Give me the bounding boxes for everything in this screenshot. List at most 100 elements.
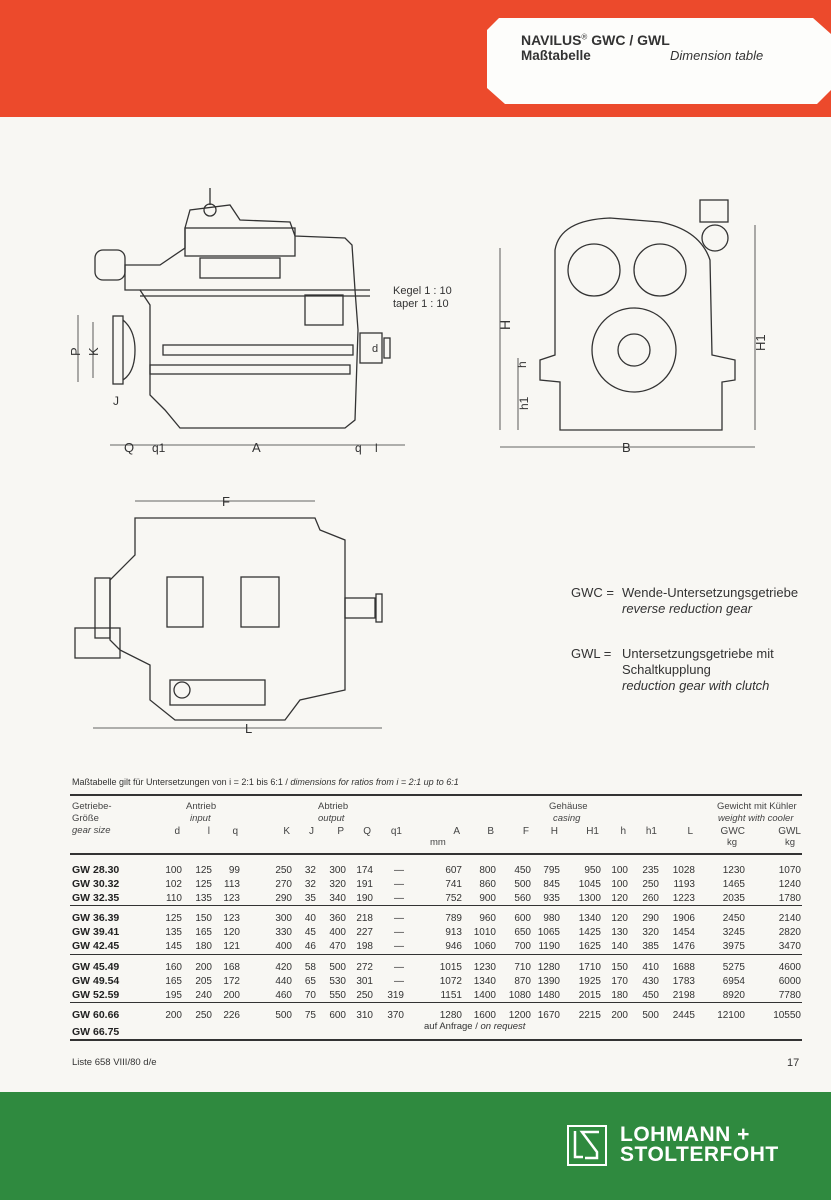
label-q1: q1 xyxy=(152,441,166,455)
gear-size: GW 49.54 xyxy=(72,975,120,987)
cell-q1: — xyxy=(394,927,404,938)
cell-f: 450 xyxy=(514,865,531,876)
cell-l: 1783 xyxy=(672,976,695,987)
legend-en: reverse reduction gear xyxy=(622,601,753,616)
company-name-line2: STOLTERFOHT xyxy=(620,1143,779,1166)
cell-h1: 450 xyxy=(642,990,659,1001)
cell-l: 1454 xyxy=(672,927,695,938)
cell-d: 135 xyxy=(165,927,182,938)
cell-gwl: 7780 xyxy=(778,990,801,1001)
cell-k: 290 xyxy=(275,893,292,904)
header-unit-mm: mm xyxy=(430,837,446,848)
gear-size: GW 30.32 xyxy=(72,878,120,890)
cell-h: 170 xyxy=(611,976,628,987)
cell-q1: — xyxy=(394,893,404,904)
cell-gwc: 3245 xyxy=(722,927,745,938)
column-header-a: A xyxy=(453,826,460,837)
side-view-drawing: P K J d Kegel 1 : 10 taper 1 : 10 Q q1 A… xyxy=(68,188,452,455)
header-size-en: gear size xyxy=(72,825,111,836)
cell-h: 935 xyxy=(543,893,560,904)
cell-j: 32 xyxy=(304,865,316,876)
cell-q: 120 xyxy=(223,927,240,938)
title-box: NAVILUS® GWC / GWL Maßtabelle Dimension … xyxy=(487,18,831,104)
cell-a: 752 xyxy=(445,893,462,904)
cell-q1: 319 xyxy=(387,990,404,1001)
cell-p: 530 xyxy=(329,976,346,987)
cell-h1: 250 xyxy=(642,879,659,890)
header-input-en: input xyxy=(190,813,211,824)
column-header-p: P xyxy=(337,826,344,837)
cell-gwc: 3975 xyxy=(722,941,745,952)
column-header-h1: H1 xyxy=(586,826,599,837)
on-request-note: auf Anfrage / on request xyxy=(424,1021,525,1033)
cell-h1: 385 xyxy=(642,941,659,952)
column-header-k: K xyxy=(283,826,290,837)
cell-d: 145 xyxy=(165,941,182,952)
cell-f: 1200 xyxy=(508,1010,531,1021)
cell-h1: 1425 xyxy=(578,927,601,938)
cell-h: 980 xyxy=(543,913,560,924)
cell-l: 240 xyxy=(195,990,212,1001)
technical-drawings: P K J d Kegel 1 : 10 taper 1 : 10 Q q1 A… xyxy=(68,188,768,736)
label-h: h xyxy=(515,361,529,368)
header-casing-de: Gehäuse xyxy=(549,801,588,812)
legend-en: reduction gear with clutch xyxy=(622,678,770,693)
subtitle-en: Dimension table xyxy=(670,48,764,63)
caption-en: dimensions for ratios from i = 2:1 up to… xyxy=(290,777,459,787)
cell-j: 46 xyxy=(304,941,316,952)
cell-p: 400 xyxy=(329,927,346,938)
cell-l: 2198 xyxy=(672,990,695,1001)
cell-h1: 410 xyxy=(642,962,659,973)
label-P: P xyxy=(68,347,83,356)
group-rule xyxy=(70,1002,802,1003)
label-A: A xyxy=(252,440,261,455)
label-q: q xyxy=(355,441,362,455)
document-title: NAVILUS® GWC / GWL xyxy=(521,32,670,48)
cell-h: 120 xyxy=(611,893,628,904)
cell-h1: 2215 xyxy=(578,1010,601,1021)
cell-b: 1010 xyxy=(473,927,496,938)
cell-gwc: 12100 xyxy=(717,1010,745,1021)
gear-size: GW 32.35 xyxy=(72,892,120,904)
cell-d: 125 xyxy=(165,913,182,924)
cell-q: 226 xyxy=(223,1010,240,1021)
cell-f: 870 xyxy=(514,976,531,987)
cell-h: 140 xyxy=(611,941,628,952)
cell-f: 600 xyxy=(514,913,531,924)
cell-h1: 430 xyxy=(642,976,659,987)
cell-d: 100 xyxy=(165,865,182,876)
cell-p: 320 xyxy=(329,879,346,890)
end-view-drawing: H h h1 H1 B xyxy=(497,199,768,455)
subtitle-de: Maßtabelle xyxy=(521,48,591,63)
cell-l: 205 xyxy=(195,976,212,987)
cell-h: 200 xyxy=(611,1010,628,1021)
cell-d: 160 xyxy=(165,962,182,973)
cell-h: 845 xyxy=(543,879,560,890)
cell-gwl: 3470 xyxy=(778,941,801,952)
cell-h: 100 xyxy=(611,879,628,890)
label-B: B xyxy=(622,440,631,455)
list-number: Liste 658 VIII/80 d/e xyxy=(72,1057,157,1068)
caption-de: Maßtabelle gilt für Untersetzungen von i… xyxy=(72,777,291,787)
cell-gwl: 4600 xyxy=(778,962,801,973)
legend-de: Wende-Untersetzungsgetriebe xyxy=(622,585,799,600)
cell-b: 1230 xyxy=(473,962,496,973)
legend-code: GWL = xyxy=(571,646,612,661)
cell-h: 1670 xyxy=(537,1010,560,1021)
header-size-de2: Größe xyxy=(72,813,99,824)
cell-h: 120 xyxy=(611,913,628,924)
cell-h: 795 xyxy=(543,865,560,876)
registered-mark: ® xyxy=(581,32,588,42)
group-rule xyxy=(70,905,802,906)
cell-p: 360 xyxy=(329,913,346,924)
cell-k: 420 xyxy=(275,962,292,973)
bottom-green-band xyxy=(0,1092,831,1200)
on-request-en: on request xyxy=(480,1021,526,1032)
cell-l: 200 xyxy=(195,962,212,973)
cell-l: 1906 xyxy=(672,913,695,924)
cell-gwc: 8920 xyxy=(722,990,745,1001)
cell-f: 560 xyxy=(514,893,531,904)
cell-l: 2445 xyxy=(672,1010,695,1021)
cell-gwl: 2820 xyxy=(778,927,801,938)
